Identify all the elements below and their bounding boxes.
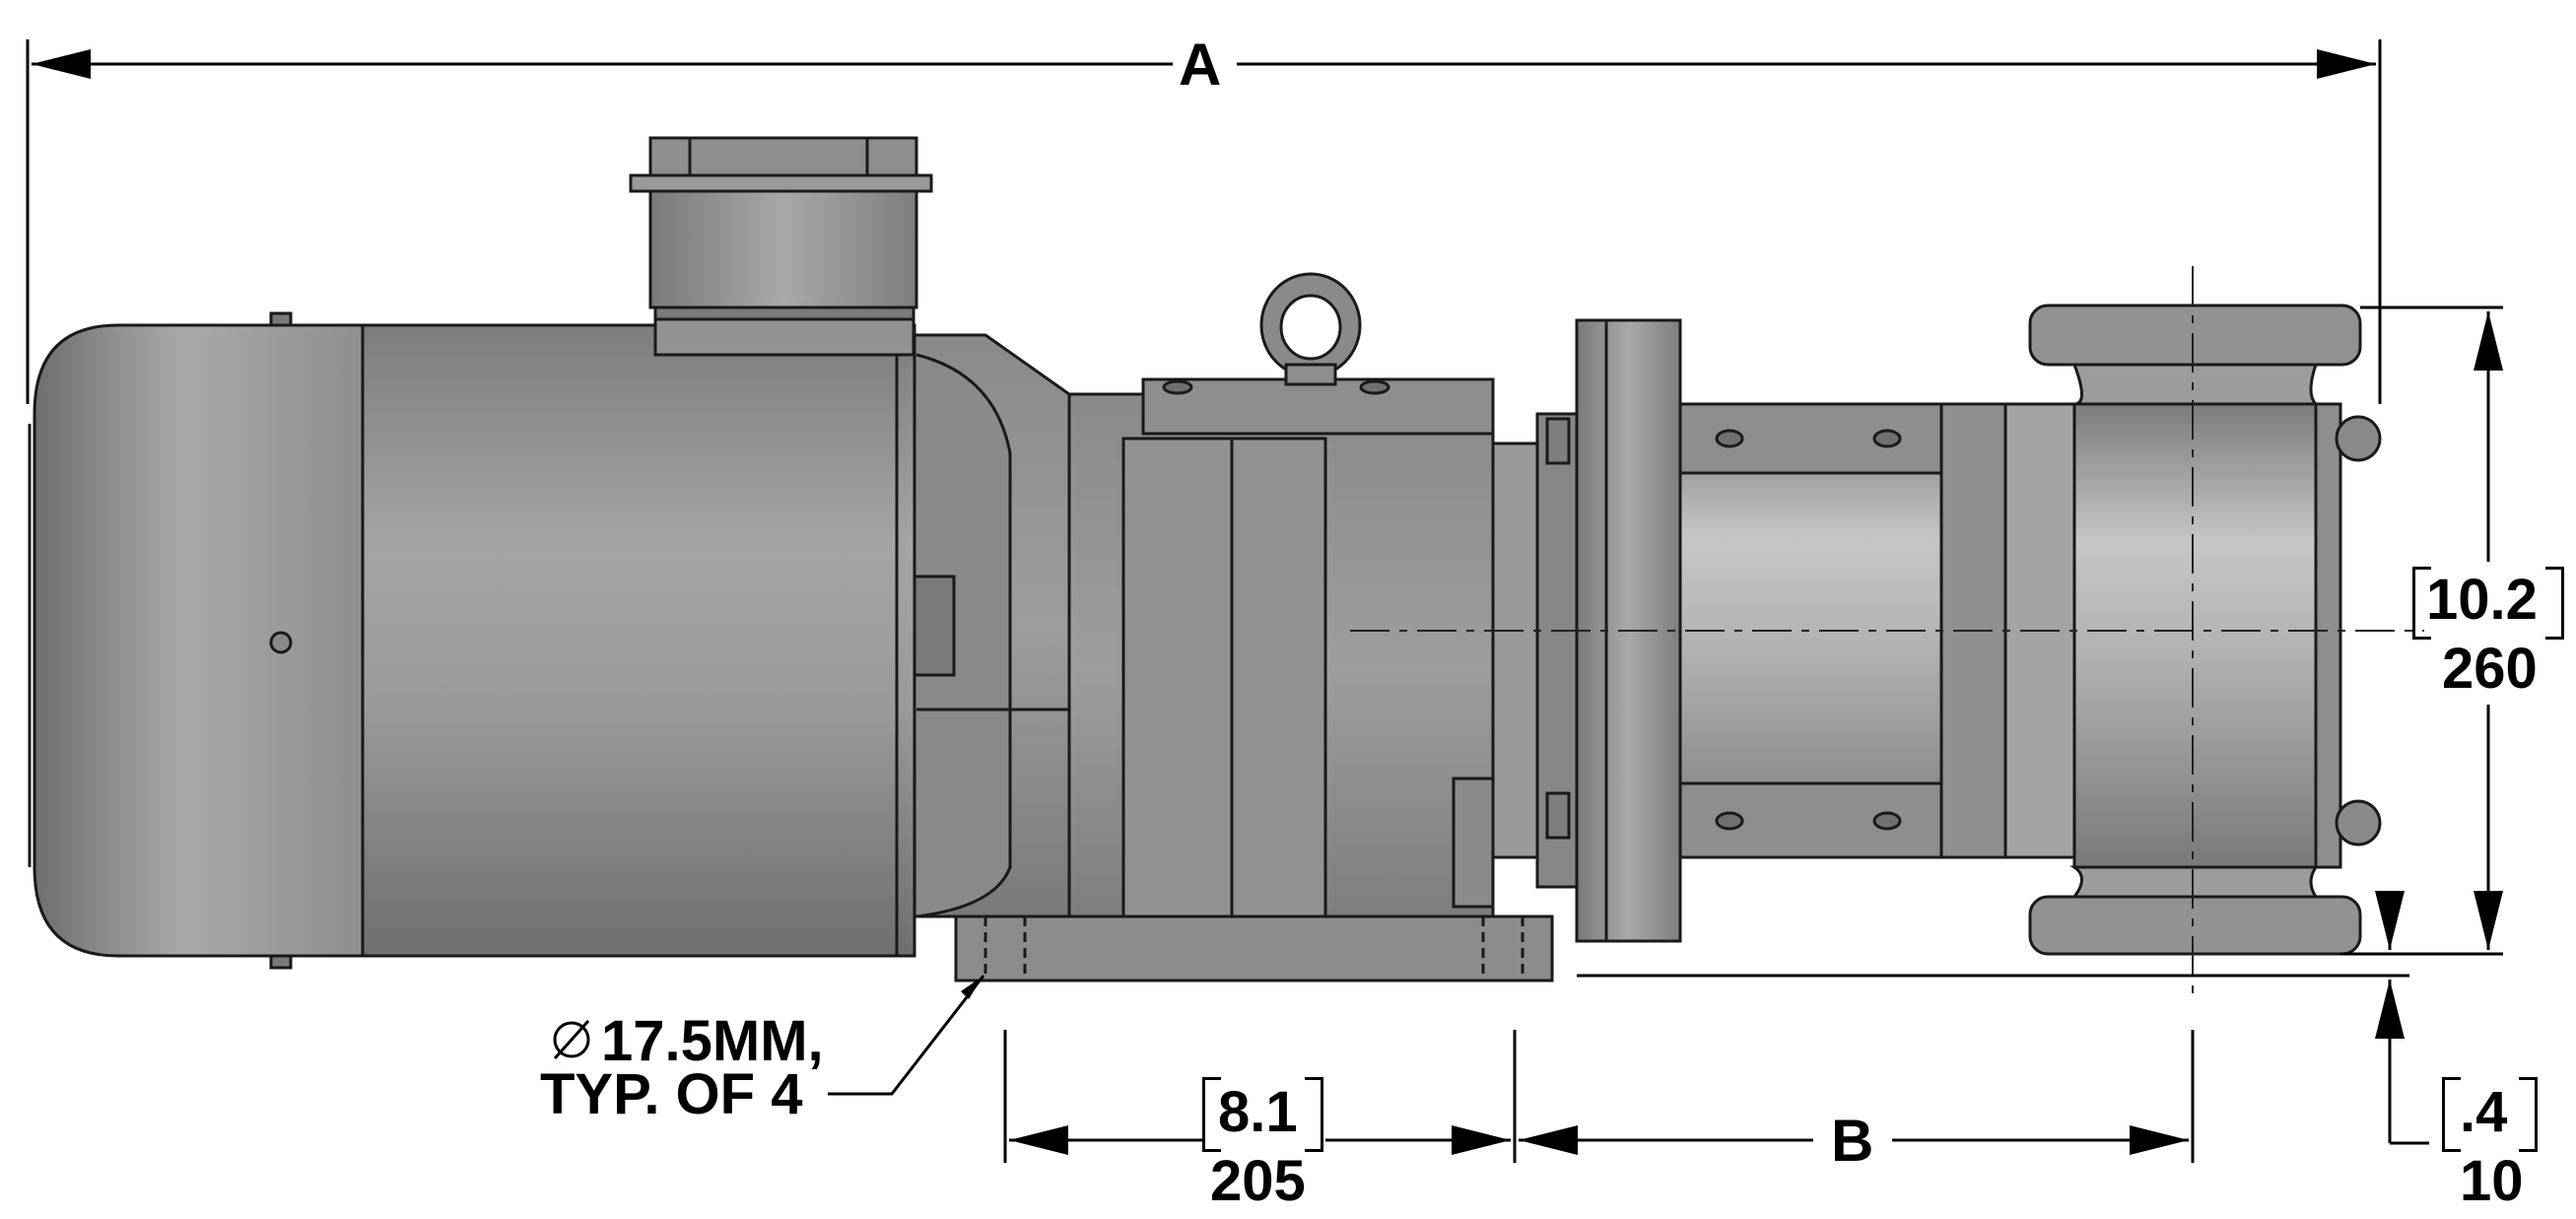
motor-fan-cover — [33, 323, 367, 958]
mounting-foot — [954, 914, 1554, 982]
bracket-right — [2519, 1077, 2538, 1152]
diameter-icon — [553, 1019, 590, 1060]
motor-center-hole — [269, 631, 293, 654]
centerlines — [1350, 266, 2424, 995]
bearing-frame — [954, 272, 1554, 982]
pump-casing — [1678, 402, 2076, 859]
pump-head — [2028, 304, 2382, 956]
mount-hole-count: TYP. OF 4 — [540, 1062, 803, 1126]
dim-a-label: A — [1179, 32, 1222, 98]
terminal-box — [629, 136, 933, 357]
motor-frame — [361, 323, 916, 958]
bracket-left — [2442, 1077, 2461, 1152]
dimension-lines — [26, 39, 2503, 1163]
top-port-flange — [2028, 304, 2362, 367]
dim-foot-offset-in: .4 — [2460, 1080, 2508, 1144]
dim-port-height-mm: 260 — [2442, 637, 2538, 701]
adapter-housing — [913, 333, 1071, 918]
seal-coupling — [1452, 412, 1579, 909]
dim-foot-spacing-in: 8.1 — [1218, 1080, 1298, 1144]
bracket-left — [1202, 1077, 1221, 1152]
mount-hole-size: 17.5MM, — [601, 1009, 824, 1073]
dim-foot-offset-mm: 10 — [2460, 1149, 2524, 1213]
dim-port-height-in: 10.2 — [2426, 568, 2538, 632]
dim-foot-spacing-mm: 205 — [1210, 1149, 1306, 1213]
motor — [28, 311, 916, 970]
bracket-left — [2412, 567, 2431, 640]
bracket-right — [1305, 1077, 1323, 1152]
bottom-port-flange — [2028, 895, 2362, 956]
bracket-right — [2545, 567, 2564, 640]
dim-b-label: B — [1831, 1108, 1874, 1174]
